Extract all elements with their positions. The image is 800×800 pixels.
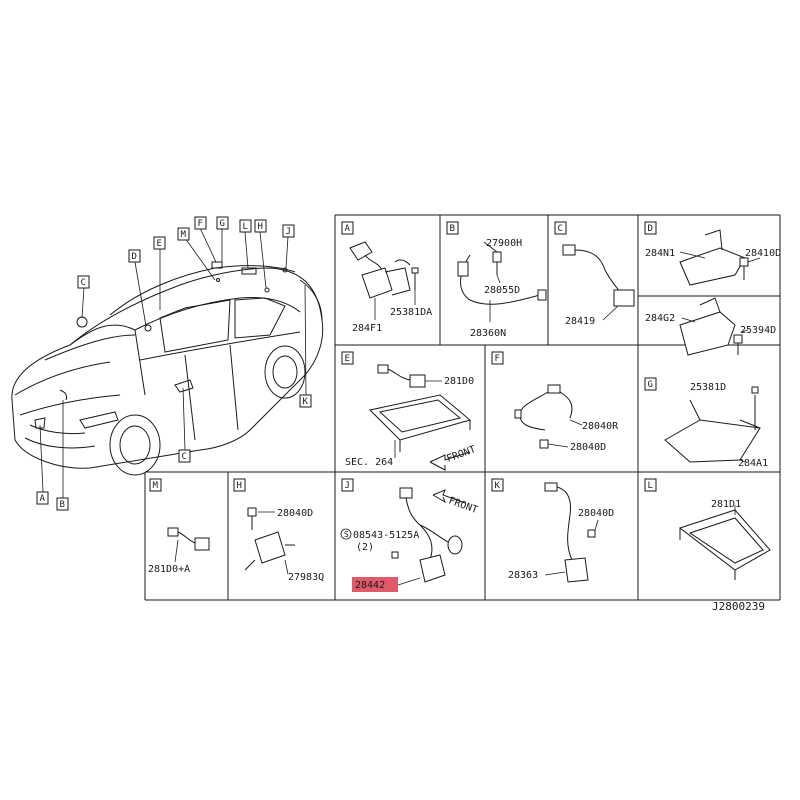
part-281d0-a: 281D0+A	[148, 564, 190, 575]
part-28360n: 28360N	[470, 328, 506, 339]
car-illustration	[11, 261, 324, 476]
part-28040d-k: 28040D	[578, 508, 614, 519]
panel-key-k: K	[495, 481, 501, 491]
part-28363: 28363	[508, 570, 538, 581]
part-25381d: 25381D	[690, 382, 726, 393]
panel-key-e: E	[345, 354, 350, 364]
panel-a-drawing	[349, 241, 419, 320]
panel-g-drawing	[664, 386, 761, 463]
part-qty-2: (2)	[356, 542, 374, 553]
part-281d1: 281D1	[711, 499, 741, 510]
part-281d0: 281D0	[444, 376, 474, 387]
panel-keys: A B C D E F G M H J K L	[149, 221, 657, 492]
callout-h: H	[258, 222, 263, 232]
callout-a: A	[40, 494, 46, 504]
panel-key-f: F	[495, 354, 500, 364]
panel-key-l: L	[648, 481, 653, 491]
part-284n1: 284N1	[645, 248, 675, 259]
panel-key-g: G	[648, 380, 653, 390]
callout-j: J	[286, 227, 291, 237]
callout-k: K	[303, 397, 309, 407]
panel-f-drawing	[514, 384, 583, 449]
panel-d2-drawing	[679, 297, 749, 356]
panel-key-c: C	[558, 224, 563, 234]
highlight-28442	[352, 577, 398, 592]
symbol-s: S	[344, 530, 349, 539]
part-284g2: 284G2	[645, 313, 675, 324]
panel-e-drawing	[368, 364, 472, 471]
part-08543-5125a: 08543-5125A	[353, 530, 419, 541]
note-sec-264: SEC. 264	[345, 457, 393, 468]
part-25381da: 25381DA	[390, 307, 432, 318]
panel-grid	[144, 214, 781, 601]
part-27983q: 27983Q	[288, 572, 324, 583]
callout-c-bottom: C	[182, 452, 187, 462]
callout-m: M	[181, 230, 187, 240]
callout-d: D	[132, 252, 137, 262]
part-28442: 28442	[355, 580, 385, 591]
callout-c-top: C	[81, 278, 86, 288]
front-label-j: FRONT	[447, 495, 479, 516]
callout-b: B	[60, 500, 65, 510]
diagram-id: J2800239	[712, 600, 765, 613]
panel-key-h: H	[237, 481, 242, 491]
panel-b-drawing	[457, 241, 547, 322]
part-284a1: 284A1	[738, 458, 768, 469]
part-284f1: 284F1	[352, 323, 382, 334]
part-25394d: 25394D	[740, 325, 776, 336]
panel-key-j: J	[345, 481, 350, 491]
part-28419: 28419	[565, 316, 595, 327]
panel-key-b: B	[450, 224, 455, 234]
callout-g: G	[220, 219, 225, 229]
panel-k-drawing	[544, 482, 599, 583]
part-28040r: 28040R	[582, 421, 619, 432]
panel-h-drawing	[244, 507, 295, 575]
part-27900h: 27900H	[486, 238, 522, 249]
car-callouts: C D E M F G L H J A B C K	[36, 216, 312, 511]
panel-key-d: D	[648, 224, 653, 234]
part-28040d-h: 28040D	[277, 508, 313, 519]
panel-d-drawing	[679, 229, 761, 286]
callout-l: L	[243, 222, 248, 232]
panel-key-a: A	[345, 224, 351, 234]
panel-c-drawing	[562, 244, 635, 321]
callout-e: E	[157, 239, 162, 249]
part-28055d: 28055D	[484, 285, 520, 296]
part-28410d: 28410D	[745, 248, 781, 259]
panel-m-drawing	[167, 527, 210, 563]
callout-f: F	[198, 219, 203, 229]
panel-key-m: M	[153, 481, 159, 491]
front-label-e: FRONT	[445, 444, 477, 465]
part-28040d-f: 28040D	[570, 442, 606, 453]
panel-l-drawing	[678, 505, 771, 580]
panel-j-drawing	[340, 487, 466, 586]
